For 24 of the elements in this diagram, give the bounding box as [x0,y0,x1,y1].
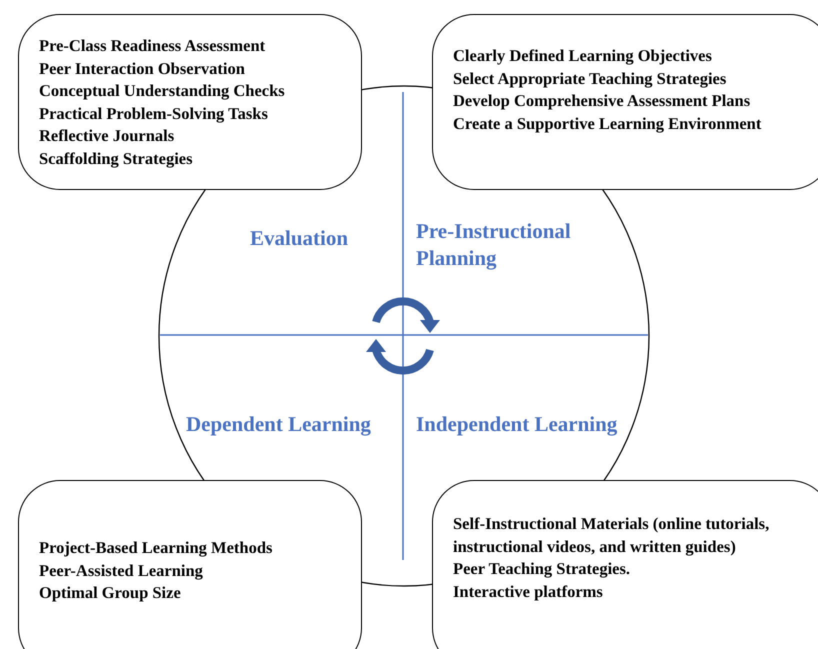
list-item-text: Reflective Journals [39,125,176,147]
list-item-text: Peer Teaching Strategies. [453,558,632,580]
list-item-text: Project-Based Learning Methods [39,537,274,559]
independent-learning-card [432,480,818,649]
quadrant-label: Evaluation [250,225,350,252]
list-item-text: Peer-Assisted Learning [39,560,204,582]
quadrant-label: Pre-Instructional Planning [416,218,572,272]
list-item-text: Create a Supportive Learning Environment [453,112,762,135]
list-item-text: Self-Instructional Materials (online tutorials, instructional videos, and written guides) [453,513,770,558]
list-item-text: Peer Interaction Observation [39,58,246,80]
quadrant-label: Dependent Learning [186,411,372,438]
list-item-text: Conceptual Understanding Checks [39,80,286,102]
list-item-text: Select Appropriate Teaching Strategies [453,68,728,90]
list-item-text: Clearly Defined Learning Objectives [453,45,713,67]
planning-steps-card [432,14,818,190]
list-item-text: Develop Comprehensive Assessment Plans [453,90,752,112]
list-item-text: Optimal Group Size [39,582,182,604]
dependent-learning-card [18,480,362,649]
evaluation-methods-card [18,14,362,190]
quadrant-label: Independent Learning [416,411,618,438]
list-item-text: Pre-Class Readiness Assessment [39,35,266,57]
list-item-text: Scaffolding Strategies [39,148,194,170]
list-item-text: Practical Problem-Solving Tasks [39,102,269,125]
list-item-text: Interactive platforms [453,580,604,602]
